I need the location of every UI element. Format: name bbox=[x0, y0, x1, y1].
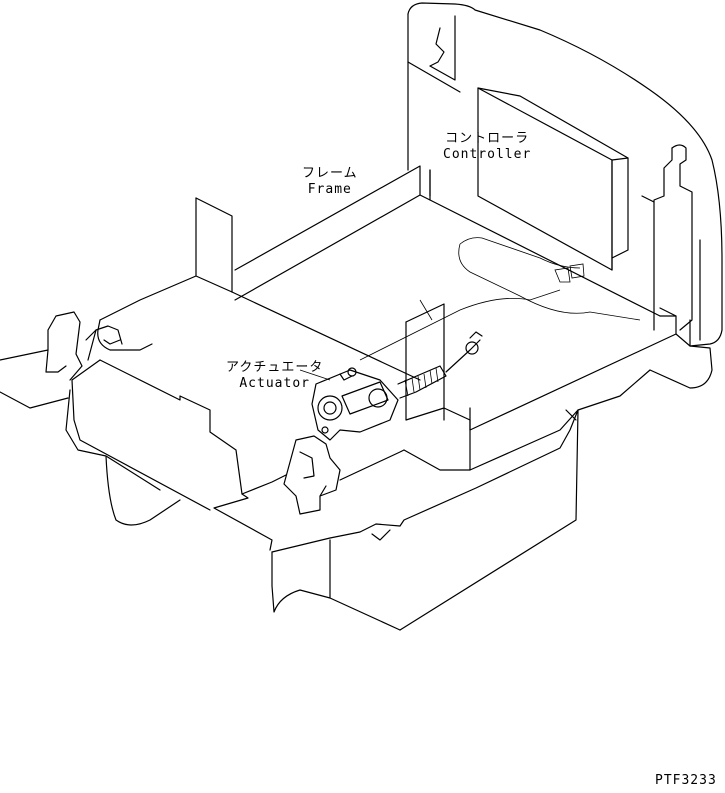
controller-label-en: Controller bbox=[443, 147, 532, 162]
frame-structure bbox=[99, 165, 691, 431]
actuator-assembly bbox=[299, 331, 483, 441]
cable-harness bbox=[359, 237, 641, 361]
controller-label: コントローラ Controller bbox=[443, 131, 531, 163]
controller-box bbox=[477, 87, 629, 271]
frame-label-en: Frame bbox=[307, 182, 352, 197]
controller-label-jp: コントローラ bbox=[445, 131, 530, 146]
pedal-bracket bbox=[283, 435, 341, 515]
drawing-code: PTF3233 bbox=[655, 773, 717, 788]
actuator-label-en: Actuator bbox=[239, 376, 310, 391]
frame-label-jp: フレーム bbox=[302, 166, 358, 181]
right-side-post bbox=[641, 144, 693, 331]
actuator-label: アクチュエータ Actuator bbox=[226, 360, 323, 392]
center-bracket bbox=[403, 303, 471, 471]
rear-wall bbox=[407, 2, 723, 389]
front-deck bbox=[65, 319, 651, 631]
actuator-label-jp: アクチュエータ bbox=[226, 360, 324, 375]
frame-label: フレーム Frame bbox=[302, 166, 358, 198]
left-side-panel bbox=[0, 311, 123, 409]
